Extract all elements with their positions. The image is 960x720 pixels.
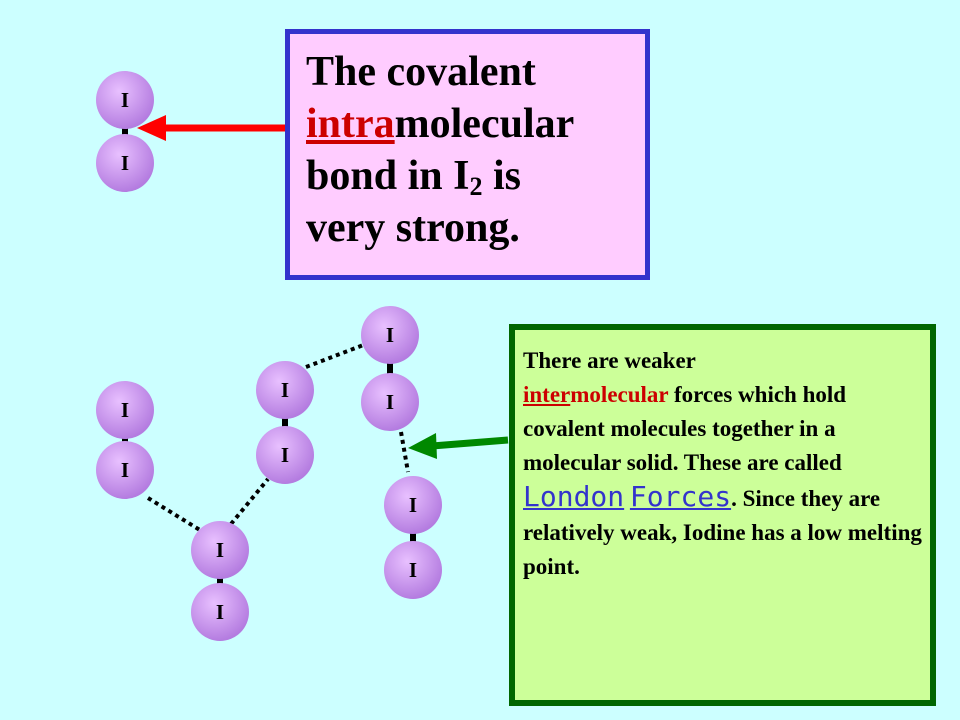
iodine-atom: I — [96, 134, 154, 192]
iodine-atom: I — [256, 361, 314, 419]
atom-label: I — [121, 458, 129, 482]
iodine-atom: I — [96, 71, 154, 129]
london-force-line — [146, 496, 210, 537]
forces-link[interactable]: Forces — [629, 480, 732, 513]
inter-prefix: inter — [523, 382, 571, 407]
atom-label: I — [121, 88, 129, 112]
iodine-atom: I — [256, 426, 314, 484]
molecular-red: molecular — [570, 382, 669, 407]
atom-label: I — [121, 151, 129, 175]
intramolecular-callout: The covalent intramolecular bond in I2 i… — [285, 29, 650, 280]
callout2-tail: . Since they are relatively weak, Iodine… — [523, 486, 922, 579]
atom-label: I — [281, 443, 289, 467]
atom-label: I — [281, 378, 289, 402]
intermolecular-text: There are weaker intermolecular forces w… — [523, 344, 923, 584]
callout2-intro: There are weaker — [523, 348, 696, 373]
atom-label: I — [121, 398, 129, 422]
iodine-subscript: 2 — [469, 172, 483, 201]
callout2-rest: forces which hold covalent molecules tog… — [523, 382, 847, 475]
iodine-atoms: I I I I I I I I — [96, 71, 442, 641]
iodine-atom: I — [191, 521, 249, 579]
atom-label: I — [386, 323, 394, 347]
london-force-line — [399, 431, 410, 473]
intermolecular-callout: There are weaker intermolecular forces w… — [509, 324, 936, 706]
london-force-line — [305, 342, 367, 369]
iodine-atom: I — [384, 541, 442, 599]
iodine-atom: I — [361, 306, 419, 364]
london-link[interactable]: London — [523, 480, 625, 513]
callout1-line1: The covalent — [306, 49, 536, 95]
atom-label: I — [409, 493, 417, 517]
callout1-line4: very strong. — [306, 205, 520, 251]
atom-label: I — [216, 538, 224, 562]
atom-label: I — [216, 600, 224, 624]
atom-label: I — [386, 390, 394, 414]
london-force-lines — [146, 342, 410, 537]
iodine-atom: I — [361, 373, 419, 431]
iodine-atom: I — [96, 441, 154, 499]
atom-label: I — [409, 558, 417, 582]
callout1-line3: bond in I — [306, 153, 470, 199]
intramolecular-text: The covalent intramolecular bond in I2 i… — [306, 46, 636, 254]
callout1-line2: molecular — [394, 101, 575, 147]
london-force-line — [229, 477, 270, 526]
intra-prefix: intra — [306, 101, 395, 147]
green-arrow — [408, 433, 509, 459]
iodine-atom: I — [384, 476, 442, 534]
iodine-atom: I — [191, 583, 249, 641]
red-arrow — [137, 115, 285, 141]
callout1-line3-end: is — [482, 153, 521, 199]
iodine-atom: I — [96, 381, 154, 439]
